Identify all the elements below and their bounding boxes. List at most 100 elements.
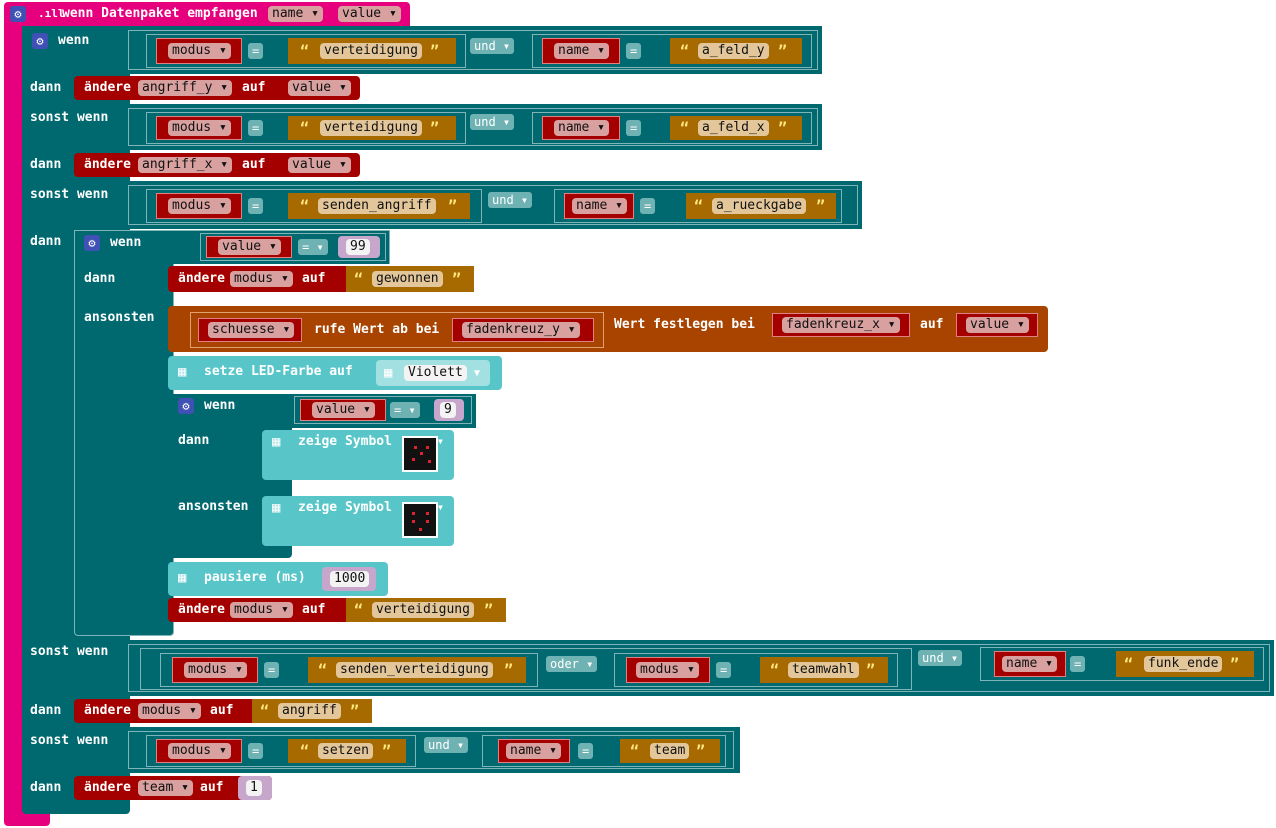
und-dropdown[interactable]: und ▾ xyxy=(918,650,963,666)
var-name-label[interactable]: name ▾ xyxy=(554,120,609,136)
kw-wenn: wenn xyxy=(58,33,90,48)
var-value-label[interactable]: value ▾ xyxy=(218,239,281,255)
eq-dropdown[interactable]: = xyxy=(248,198,264,214)
kw-dann: dann xyxy=(178,433,210,448)
param-name[interactable]: name ▾ xyxy=(268,6,323,22)
kw-dann: dann xyxy=(30,703,62,718)
led-grid-icon: ▦ xyxy=(272,500,281,516)
kw-setze-led: setze LED-Farbe auf xyxy=(204,364,353,379)
var-name-label[interactable]: name ▾ xyxy=(1002,656,1057,672)
var-team[interactable]: team ▾ xyxy=(138,780,193,796)
und-dropdown[interactable]: und ▾ xyxy=(470,114,515,130)
eq-dropdown[interactable]: = xyxy=(578,743,594,759)
var-name-label[interactable]: name ▾ xyxy=(572,198,627,214)
eq-dropdown[interactable]: = xyxy=(626,43,642,59)
string-value[interactable]: a_feld_x xyxy=(698,120,769,136)
quote-open: “ xyxy=(300,742,310,760)
quote-open: “ xyxy=(354,270,364,288)
number-value[interactable]: 9 xyxy=(440,402,456,418)
und-dropdown[interactable]: und ▾ xyxy=(424,737,469,753)
var-angriff-x[interactable]: angriff_x ▾ xyxy=(138,157,233,173)
string-value[interactable]: team xyxy=(650,743,690,759)
var-modus-label[interactable]: modus ▾ xyxy=(168,43,231,59)
quote-open: “ xyxy=(300,197,310,215)
quote-close: ” xyxy=(484,601,494,619)
eq-dropdown[interactable]: = xyxy=(248,43,264,59)
var-value-label[interactable]: value ▾ xyxy=(312,402,375,418)
var-value-label[interactable]: value ▾ xyxy=(966,317,1029,333)
string-value[interactable]: setzen xyxy=(318,743,373,759)
gear-icon[interactable]: ⚙ xyxy=(178,398,194,414)
kw-dann: dann xyxy=(30,80,62,95)
color-value[interactable]: Violett xyxy=(404,365,467,381)
kw-auf: auf xyxy=(242,80,266,95)
string-value[interactable]: senden_verteidigung xyxy=(336,662,493,678)
chevron-down-icon: ▼ xyxy=(438,437,443,446)
kw-zeige-symbol: zeige Symbol xyxy=(298,434,392,449)
und-dropdown[interactable]: und ▾ xyxy=(470,38,515,54)
string-value[interactable]: teamwahl xyxy=(788,662,859,678)
und-dropdown[interactable]: und ▾ xyxy=(488,192,533,208)
quote-close: ” xyxy=(696,742,706,760)
eq-dropdown[interactable]: = ▾ xyxy=(390,402,420,418)
quote-open: “ xyxy=(680,42,690,60)
var-modus-label[interactable]: modus ▾ xyxy=(168,198,231,214)
quote-close: ” xyxy=(448,197,458,215)
var-modus-label[interactable]: modus ▾ xyxy=(168,743,231,759)
var-modus[interactable]: modus ▾ xyxy=(230,602,293,618)
oder-dropdown[interactable]: oder ▾ xyxy=(546,656,598,672)
var-name-label[interactable]: name ▾ xyxy=(554,43,609,59)
led-matrix-2[interactable] xyxy=(402,502,438,538)
eq-dropdown[interactable]: = xyxy=(264,662,280,678)
param-value[interactable]: value ▾ xyxy=(338,6,401,22)
quote-open: “ xyxy=(300,42,310,60)
gear-icon[interactable]: ⚙ xyxy=(84,235,100,251)
eq-dropdown[interactable]: = xyxy=(1070,656,1086,672)
eq-dropdown[interactable]: = xyxy=(626,120,642,136)
string-value[interactable]: verteidigung xyxy=(320,43,422,59)
string-value[interactable]: gewonnen xyxy=(372,271,443,287)
var-value[interactable]: value ▾ xyxy=(288,80,351,96)
nested-if-block[interactable] xyxy=(74,230,174,636)
gear-icon[interactable]: ⚙ xyxy=(32,33,48,49)
quote-close: ” xyxy=(816,197,826,215)
kw-wenn: wenn xyxy=(204,398,236,413)
var-modus[interactable]: modus ▾ xyxy=(230,271,293,287)
quote-close: ” xyxy=(430,42,440,60)
kw-auf: auf xyxy=(200,780,224,795)
var-fadenkreuz-x-label[interactable]: fadenkreuz_x ▾ xyxy=(782,317,900,333)
string-value[interactable]: a_rueckgabe xyxy=(712,198,807,214)
string-value[interactable]: senden_angriff xyxy=(318,198,436,214)
number-value[interactable]: 1000 xyxy=(330,571,370,587)
quote-open: “ xyxy=(694,197,704,215)
var-name-label[interactable]: name ▾ xyxy=(506,743,561,759)
string-value[interactable]: funk_ende xyxy=(1144,656,1223,672)
string-value[interactable]: a_feld_y xyxy=(698,43,769,59)
eq-dropdown[interactable]: = xyxy=(248,120,264,136)
var-modus[interactable]: modus ▾ xyxy=(138,703,201,719)
gear-icon[interactable]: ⚙ xyxy=(10,6,26,22)
var-modus-label[interactable]: modus ▾ xyxy=(168,120,231,136)
led-grid-icon: ▦ xyxy=(384,365,393,381)
eq-dropdown[interactable]: = xyxy=(640,198,656,214)
number-value[interactable]: 99 xyxy=(346,239,370,255)
var-modus-label[interactable]: modus ▾ xyxy=(184,662,247,678)
quote-close: ” xyxy=(350,702,360,720)
eq-dropdown[interactable]: = xyxy=(716,662,732,678)
kw-auf: auf xyxy=(302,271,326,286)
led-grid-icon: ▦ xyxy=(178,570,187,586)
string-value[interactable]: angriff xyxy=(278,703,341,719)
var-modus-label[interactable]: modus ▾ xyxy=(636,662,699,678)
var-angriff-y[interactable]: angriff_y ▾ xyxy=(138,80,233,96)
var-schuesse-label[interactable]: schuesse ▾ xyxy=(208,322,295,338)
eq-dropdown[interactable]: = xyxy=(248,743,264,759)
var-fadenkreuz-y-label[interactable]: fadenkreuz_y ▾ xyxy=(462,322,580,338)
eq-dropdown[interactable]: = ▾ xyxy=(298,239,328,255)
led-matrix-1[interactable] xyxy=(402,436,438,472)
string-value[interactable]: verteidigung xyxy=(320,120,422,136)
string-value[interactable]: verteidigung xyxy=(372,602,474,618)
number-value[interactable]: 1 xyxy=(246,780,262,796)
kw-sonst-wenn: sonst wenn xyxy=(30,733,109,748)
var-value[interactable]: value ▾ xyxy=(288,157,351,173)
kw-rufe-wert: rufe Wert ab bei xyxy=(314,322,440,337)
